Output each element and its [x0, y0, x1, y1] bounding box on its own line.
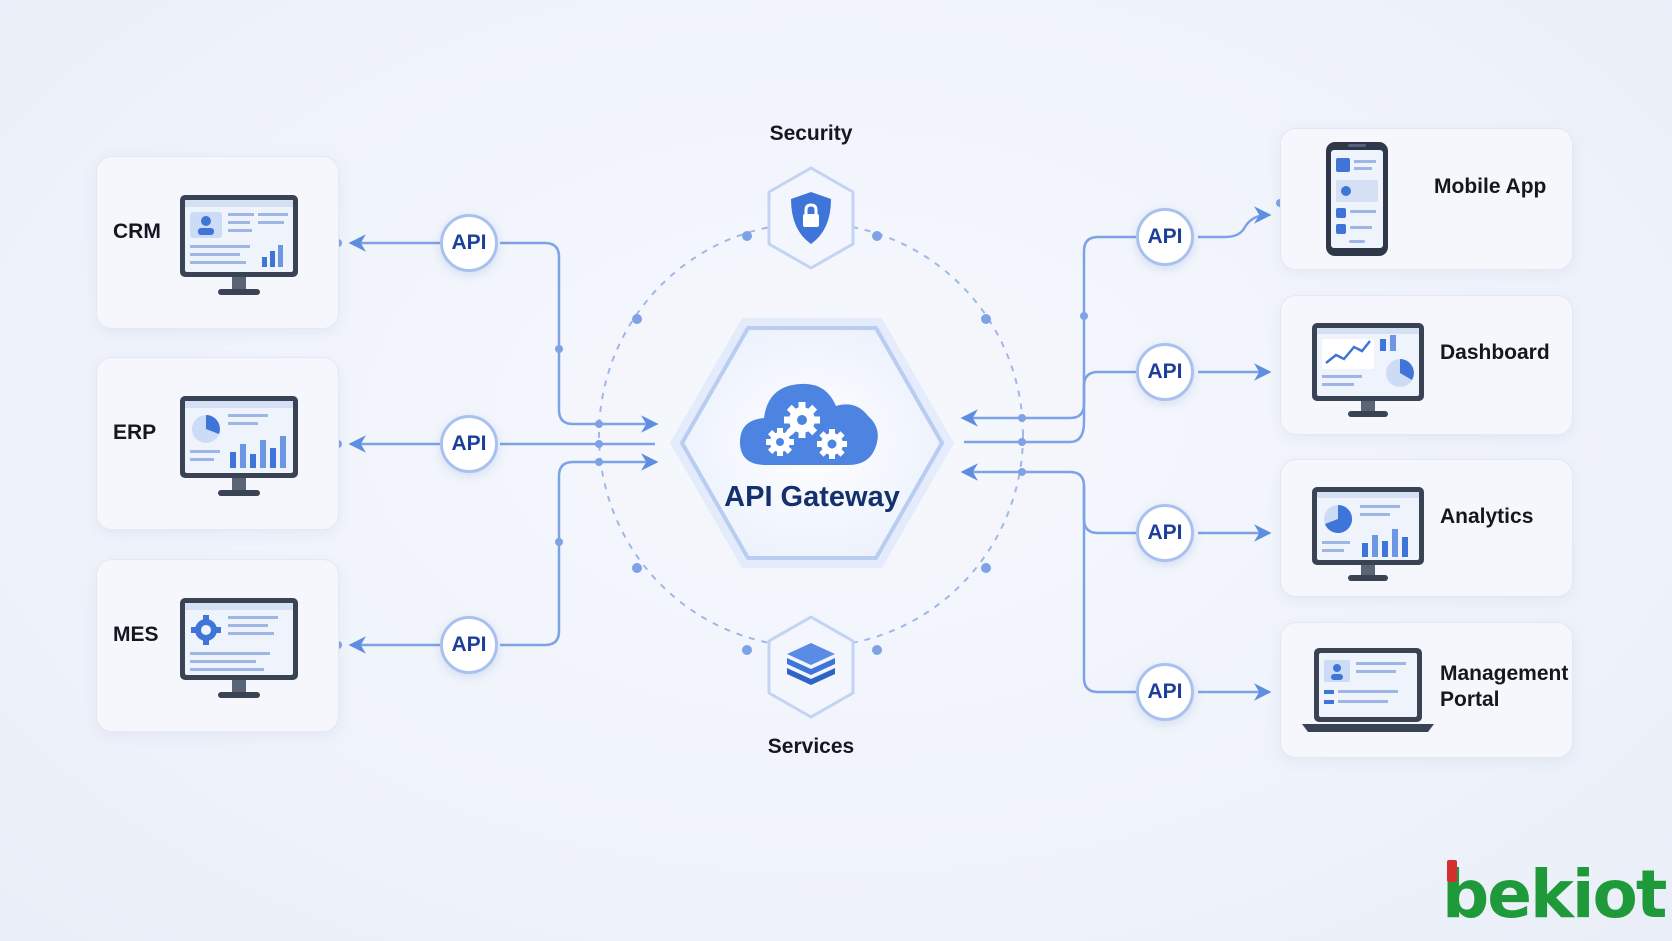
monitor-icon	[180, 195, 298, 295]
shield-lock-icon	[791, 192, 831, 244]
services-node[interactable]	[763, 613, 859, 721]
monitor-icon	[1312, 487, 1424, 581]
api-badge-dashboard[interactable]: API	[1136, 343, 1194, 401]
orbit-dots	[632, 231, 991, 655]
right-connectors	[960, 206, 1272, 701]
gateway-title: API Gateway	[724, 481, 900, 513]
bekiot-logo-text: bekiot	[1442, 856, 1667, 933]
system-label-mes: MES	[113, 623, 159, 646]
client-card-analytics[interactable]: Analytics	[1280, 459, 1573, 597]
client-label-portal: Portal	[1440, 688, 1500, 711]
left-connectors	[348, 234, 659, 654]
monitor-icon	[1312, 323, 1424, 417]
system-label-erp: ERP	[113, 421, 157, 444]
api-badge-erp[interactable]: API	[440, 415, 498, 473]
security-node[interactable]	[763, 164, 859, 272]
api-badge-crm[interactable]: API	[440, 214, 498, 272]
layers-stack-icon	[787, 643, 835, 685]
api-badge-mobile[interactable]: API	[1136, 208, 1194, 266]
smartphone-icon	[1326, 142, 1388, 256]
laptop-icon	[1302, 648, 1434, 732]
client-label-management: Management	[1440, 662, 1569, 685]
system-label-crm: CRM	[113, 220, 161, 243]
api-badge-management[interactable]: API	[1136, 663, 1194, 721]
security-label: Security	[769, 122, 853, 145]
gear-icon	[191, 615, 221, 645]
api-badge-analytics[interactable]: API	[1136, 504, 1194, 562]
client-label-analytics: Analytics	[1440, 505, 1534, 528]
client-label-mobile-app: Mobile App	[1434, 175, 1547, 198]
cloud-gears-icon	[740, 383, 878, 465]
monitor-icon	[180, 598, 298, 698]
api-badge-mes[interactable]: API	[440, 616, 498, 674]
services-label: Services	[767, 735, 855, 758]
monitor-icon	[180, 396, 298, 496]
logo-accent-icon	[1447, 860, 1457, 882]
client-label-dashboard: Dashboard	[1440, 341, 1550, 364]
orbit-ring	[598, 222, 1024, 648]
